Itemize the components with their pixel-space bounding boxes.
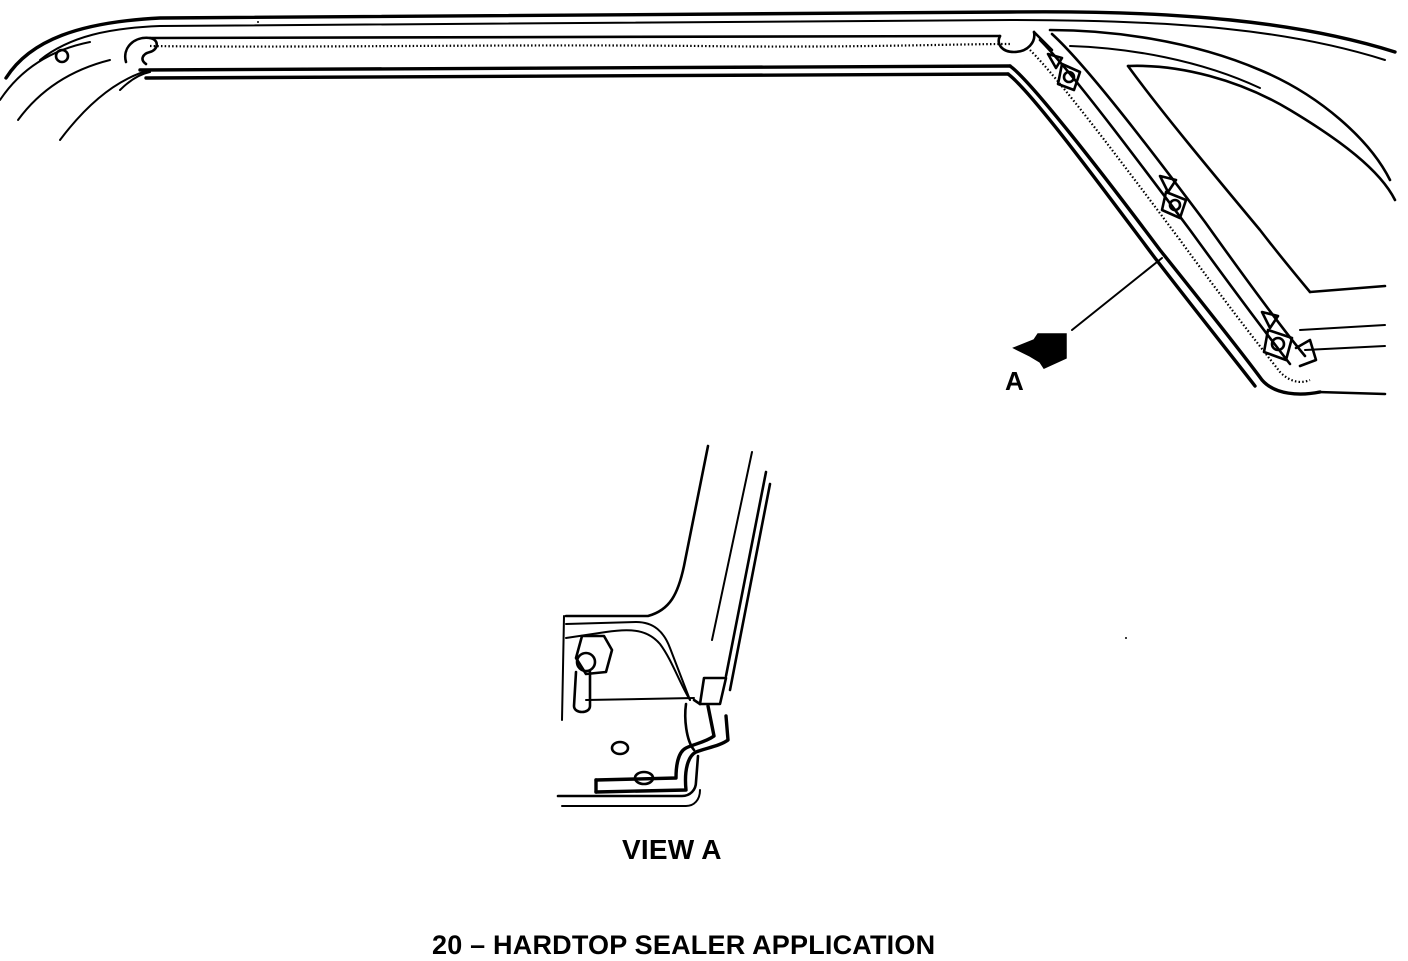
hole-1-icon	[610, 740, 630, 756]
hole-2-icon	[633, 770, 655, 786]
fastener-2-icon	[1158, 174, 1188, 220]
figure-caption: 20 – HARDTOP SEALER APPLICATION	[432, 930, 936, 960]
view-direction-arrow-icon	[1012, 333, 1067, 369]
callout-letter-a: A	[1005, 366, 1024, 396]
view-a-detail	[556, 444, 772, 807]
detail-view-label: VIEW A	[622, 834, 722, 865]
stud-bolt-icon	[572, 634, 614, 714]
view-a-callout	[1012, 257, 1163, 369]
fastener-1-icon	[1046, 52, 1082, 92]
fastener-3-icon	[1260, 310, 1318, 368]
hardtop-outline	[0, 10, 1397, 396]
